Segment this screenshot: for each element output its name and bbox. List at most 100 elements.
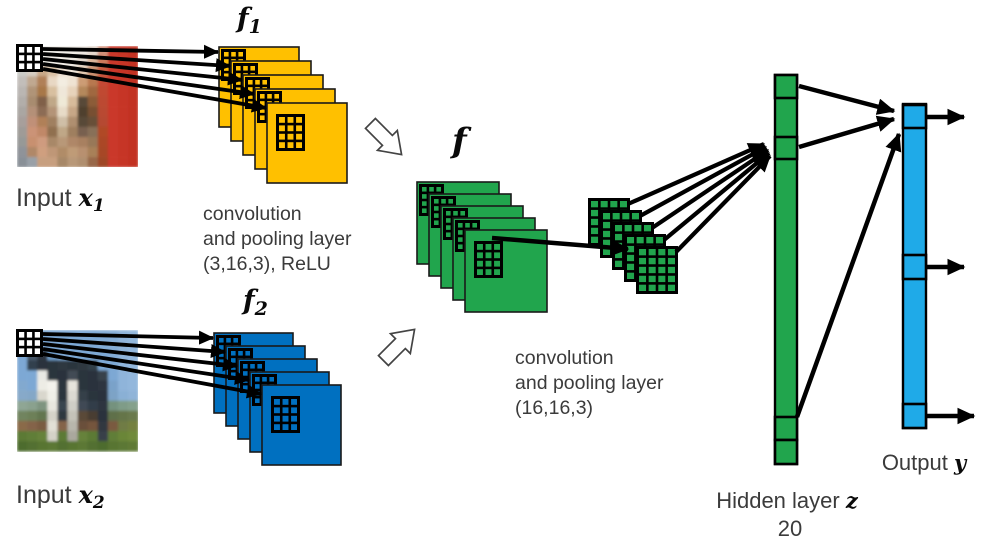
pixel (47, 410, 58, 422)
pixel (47, 380, 58, 391)
pixel (27, 126, 38, 138)
feature-stack-f-patch-cell (458, 223, 463, 228)
pixel (27, 106, 38, 118)
pixel (128, 380, 138, 391)
pixel (77, 136, 89, 148)
pixel (97, 350, 109, 361)
kernel-window-input1 (16, 44, 43, 72)
pixel (37, 390, 48, 402)
pixel (27, 136, 38, 148)
pooled-patch-cell (648, 266, 656, 274)
pooled-patch-cell (658, 257, 666, 265)
feature-stack-f1-patch-cell (224, 52, 229, 57)
pixel (77, 390, 89, 402)
pixel (118, 350, 129, 361)
pixel (47, 147, 58, 158)
kernel-window-input1-cell (19, 55, 25, 61)
feature-stack-f1 (218, 46, 348, 184)
label-input2: Input x2 (16, 480, 105, 513)
pixel (97, 126, 109, 138)
pixel (77, 147, 89, 158)
pixel (128, 147, 138, 158)
kernel-window-input1-cell (26, 47, 33, 53)
svg-text:and pooling layer: and pooling layer (515, 372, 664, 394)
kernel-window-input1-cell (19, 63, 25, 69)
feature-stack-f-patch-cell (422, 208, 427, 213)
pixel (67, 441, 78, 452)
feature-stack-f-patch-cell (494, 244, 500, 250)
pixel (37, 116, 48, 128)
pixel (77, 441, 89, 452)
pixel (47, 76, 58, 87)
pixel (128, 400, 138, 412)
pixel (27, 400, 38, 412)
pixel (67, 116, 78, 128)
pixel (27, 380, 38, 391)
feature-stack-f2-patch-cell (243, 371, 248, 376)
pixel (27, 370, 38, 381)
pixel (27, 157, 38, 167)
feature-stack-f-patch-cell (494, 269, 500, 275)
pixel (128, 66, 138, 77)
pixel (67, 400, 78, 412)
feature-stack-f1-patch-cell (279, 133, 285, 140)
feature-stack-f1-patch-cell (274, 94, 279, 99)
pixel (97, 400, 109, 412)
pixel (97, 76, 109, 87)
pixel (37, 431, 48, 442)
kernel-window-input1-cell (19, 47, 25, 53)
pixel (118, 380, 129, 391)
pixel (118, 410, 129, 422)
label-output: Output y (882, 450, 968, 475)
feature-stack-f-patch-cell (477, 252, 483, 259)
pooled-patch-cell (615, 251, 623, 259)
feature-stack-f-patch-cell (458, 237, 463, 242)
pixel (67, 420, 78, 432)
kernel-window-input2-cell (26, 348, 33, 354)
feature-stack-f-patch-cell (472, 223, 477, 228)
pixel (17, 106, 28, 118)
pixel (47, 116, 58, 128)
pixel (77, 400, 89, 412)
pixel (107, 136, 119, 148)
arrow-input1-to-f1 (42, 44, 220, 59)
pixel (37, 360, 48, 371)
pixel (107, 56, 119, 67)
pixel (128, 126, 138, 138)
pixel (47, 420, 58, 432)
pixel (97, 380, 109, 391)
pooled-patch-cell (615, 260, 623, 267)
pixel (67, 136, 78, 148)
feature-stack-f-patch-cell (494, 252, 500, 259)
pixel (67, 86, 78, 97)
feature-stack-f2-patch-cell (219, 359, 224, 364)
pixel (107, 410, 119, 422)
pooled-patch-cell (591, 236, 599, 243)
pixel (67, 106, 78, 118)
pixel (57, 390, 68, 402)
feature-stack-f-patch-cell (422, 201, 427, 206)
pixel (37, 76, 48, 87)
pixel (107, 400, 119, 412)
pixel (128, 360, 138, 371)
feature-stack-f2-patch-cell (291, 399, 297, 405)
hidden-layer-bar-rect (773, 73, 799, 466)
kernel-window-input2 (16, 329, 43, 357)
pooled-patch-cell (627, 245, 635, 253)
pixel (87, 410, 99, 422)
label-hidden-layer: Hidden layer z 20 (716, 488, 859, 541)
feature-stack-f-patch-cell (434, 213, 439, 218)
pooled-patch-cell (658, 275, 666, 283)
pixel (57, 136, 68, 148)
pixel (57, 420, 68, 432)
stage-arrow-down-right-icon (364, 117, 403, 156)
feature-stack-f1-patch-cell (236, 66, 241, 71)
pixel (128, 96, 138, 107)
pooled-patch-cell (603, 230, 611, 238)
pixel (77, 157, 89, 167)
pixel (107, 380, 119, 391)
pixel (47, 157, 58, 167)
kernel-window-input2-cell (19, 340, 25, 346)
feature-stack-f2-patch-cell (238, 351, 243, 356)
pixel (57, 106, 68, 118)
